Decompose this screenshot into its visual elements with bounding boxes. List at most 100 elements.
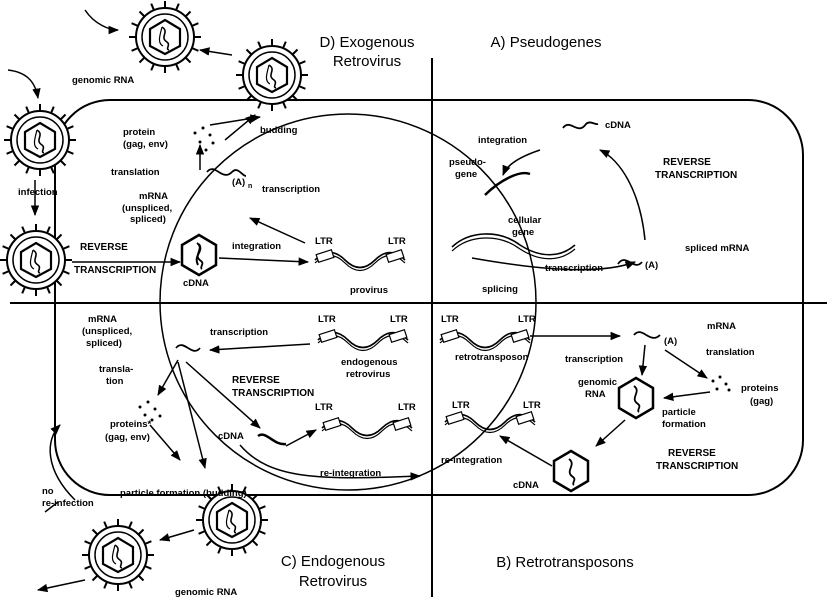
label-transla: transla-: [99, 364, 133, 375]
label-ltr-reint-b-right: LTR: [523, 400, 541, 411]
cdna-strand-a: [562, 121, 599, 130]
label-translation: translation: [111, 167, 160, 178]
label-unspliced-c: (unspliced,: [82, 326, 132, 337]
mrna-strand-d: [206, 168, 247, 177]
label-transcription-caps-d: TRANSCRIPTION: [74, 265, 156, 276]
label-poly-a-b: (A): [664, 336, 677, 347]
label-mrna-c: mRNA: [88, 314, 117, 325]
label-reverse-d: REVERSE: [80, 242, 128, 253]
label-poly-a-d: (A): [232, 177, 245, 188]
label-transcription-d: transcription: [262, 184, 320, 195]
label-proteins: proteins: [741, 383, 778, 394]
label-gag-env: (gag, env): [123, 139, 168, 150]
label-genomic: genomic: [578, 377, 617, 388]
label-poly-a-a: (A): [645, 260, 658, 271]
label-ltr-provirus-left: LTR: [315, 236, 333, 247]
label-transcription-a: transcription: [545, 263, 603, 274]
blocked-reinfection-mark: [44, 501, 59, 513]
virion-entering: [0, 222, 74, 298]
title-d-line1: D) Exogenous: [319, 34, 414, 51]
reintegrated-dna-b: [444, 410, 536, 434]
label-gag-env-c: (gag, env): [105, 432, 150, 443]
label-transcription-b: transcription: [565, 354, 623, 365]
label-transcription-caps-c: TRANSCRIPTION: [232, 388, 314, 399]
reintegrated-dna-c: [321, 416, 413, 440]
label-unspliced: (unspliced,: [122, 203, 172, 214]
label-cellular: cellular: [508, 215, 542, 226]
label-cdna-b: cDNA: [513, 480, 539, 491]
title-d-line2: Retrovirus: [333, 53, 401, 70]
label-provirus: provirus: [350, 285, 388, 296]
cdna-strand-c: [257, 433, 287, 446]
virion-released-bottom: [80, 517, 156, 593]
label-poly-a-sub-d: n: [248, 183, 252, 190]
label-budding: budding: [260, 125, 298, 136]
label-proteins-star: proteins*: [110, 419, 151, 430]
label-pseudogene-2: gene: [455, 169, 477, 180]
title-c-line1: C) Endogenous: [281, 553, 385, 570]
mrna-strand-c: [175, 344, 201, 352]
label-retrovirus-lc: retrovirus: [346, 369, 390, 380]
label-no: no: [42, 486, 54, 497]
label-transcription-c: transcription: [210, 327, 268, 338]
title-c-line2: Retrovirus: [299, 573, 367, 590]
label-cdna-a: cDNA: [605, 120, 631, 131]
label-endogenous: endogenous: [341, 357, 397, 368]
virion-infecting: [2, 102, 78, 178]
label-re-infection: re-infection: [42, 498, 94, 509]
label-pseudogene-1: pseudo-: [449, 157, 486, 168]
label-splicing: splicing: [482, 284, 518, 295]
protein-dots-c: [138, 400, 162, 422]
label-retrotransposon: retrotransposon: [455, 352, 529, 363]
cellular-gene-strand-b: [451, 237, 576, 260]
process-arrows: [7, 9, 711, 593]
label-gene: gene: [512, 227, 534, 238]
virion-budding-top: [234, 37, 310, 113]
label-ltr-reint-b-left: LTR: [452, 400, 470, 411]
label-ltr-retro-right: LTR: [518, 314, 536, 325]
label-integration-d: integration: [232, 241, 281, 252]
provirus-dna: [314, 248, 406, 272]
label-spliced-mrna: spliced mRNA: [685, 243, 750, 254]
mrna-strand-b: [633, 331, 661, 339]
label-gag: (gag): [750, 396, 773, 407]
protein-dots-d: [193, 126, 215, 152]
label-reverse-b: REVERSE: [668, 448, 716, 459]
endogenous-retrovirus-dna: [317, 328, 409, 352]
capsid-genomic-rna-b: [617, 376, 655, 420]
label-re-integration-b: re-integration: [441, 455, 502, 466]
label-transcription-caps-a: TRANSCRIPTION: [655, 170, 737, 181]
label-mrna: mRNA: [139, 191, 168, 202]
label-ltr-reint-left: LTR: [315, 402, 333, 413]
label-spliced-c: spliced): [86, 338, 122, 349]
label-mrna-b: mRNA: [707, 321, 736, 332]
label-cdna-d: cDNA: [183, 278, 209, 289]
label-protein: protein: [123, 127, 155, 138]
cdna-squiggle: [195, 243, 202, 266]
retrotransposon-dna: [439, 328, 531, 352]
label-tion: tion: [106, 376, 124, 387]
label-cdna-c: cDNA: [218, 431, 244, 442]
pseudogene-strand: [484, 171, 531, 196]
label-reverse-a: REVERSE: [663, 157, 711, 168]
label-ltr-reint-right: LTR: [398, 402, 416, 413]
label-spliced: spliced): [130, 214, 166, 225]
label-infection: infection: [18, 187, 58, 198]
protein-dots-b: [711, 375, 731, 392]
title-a: A) Pseudogenes: [491, 34, 602, 51]
title-b: B) Retrotransposons: [496, 554, 634, 571]
label-ltr-endo-left: LTR: [318, 314, 336, 325]
label-particle-budding: particle formation (budding): [120, 488, 247, 499]
label-ltr-endo-right: LTR: [390, 314, 408, 325]
label-transcription-caps-b: TRANSCRIPTION: [656, 461, 738, 472]
label-translation-b: translation: [706, 347, 755, 358]
cell-membrane: [54, 99, 804, 496]
label-integration-a: integration: [478, 135, 527, 146]
label-ltr-provirus-right: LTR: [388, 236, 406, 247]
capsid-cdna-b: [552, 449, 590, 493]
label-genomic-rna-bottom: genomic RNA: [175, 587, 237, 597]
label-reverse-c: REVERSE: [232, 375, 280, 386]
label-ltr-retro-left: LTR: [441, 314, 459, 325]
label-re-integration-c: re-integration: [320, 468, 381, 479]
